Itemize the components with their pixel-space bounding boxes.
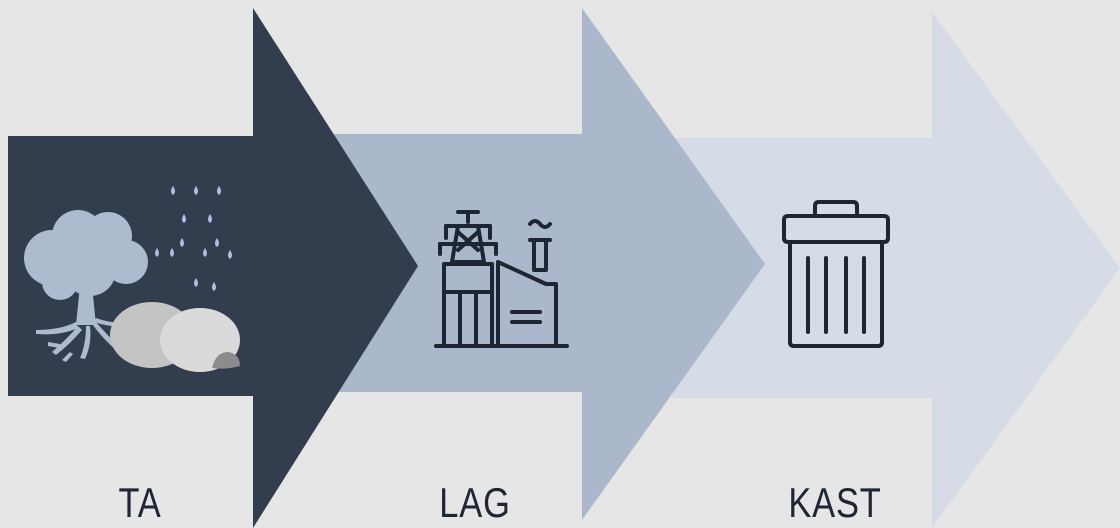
- stones-icon: [110, 302, 240, 372]
- trash-can-icon: [782, 200, 890, 348]
- step-label-kast: KAST: [788, 479, 882, 526]
- step-arrow-lag: [332, 8, 765, 520]
- step-arrow-kast: [672, 12, 1120, 528]
- factory-icon: [434, 210, 569, 348]
- step-arrow-ta: [8, 8, 418, 528]
- nature-resources-icon: [24, 186, 240, 372]
- tree-icon: [24, 210, 148, 362]
- step-label-lag: LAG: [439, 479, 511, 526]
- rain-drops-icon: [155, 186, 232, 291]
- step-label-ta: TA: [118, 479, 162, 526]
